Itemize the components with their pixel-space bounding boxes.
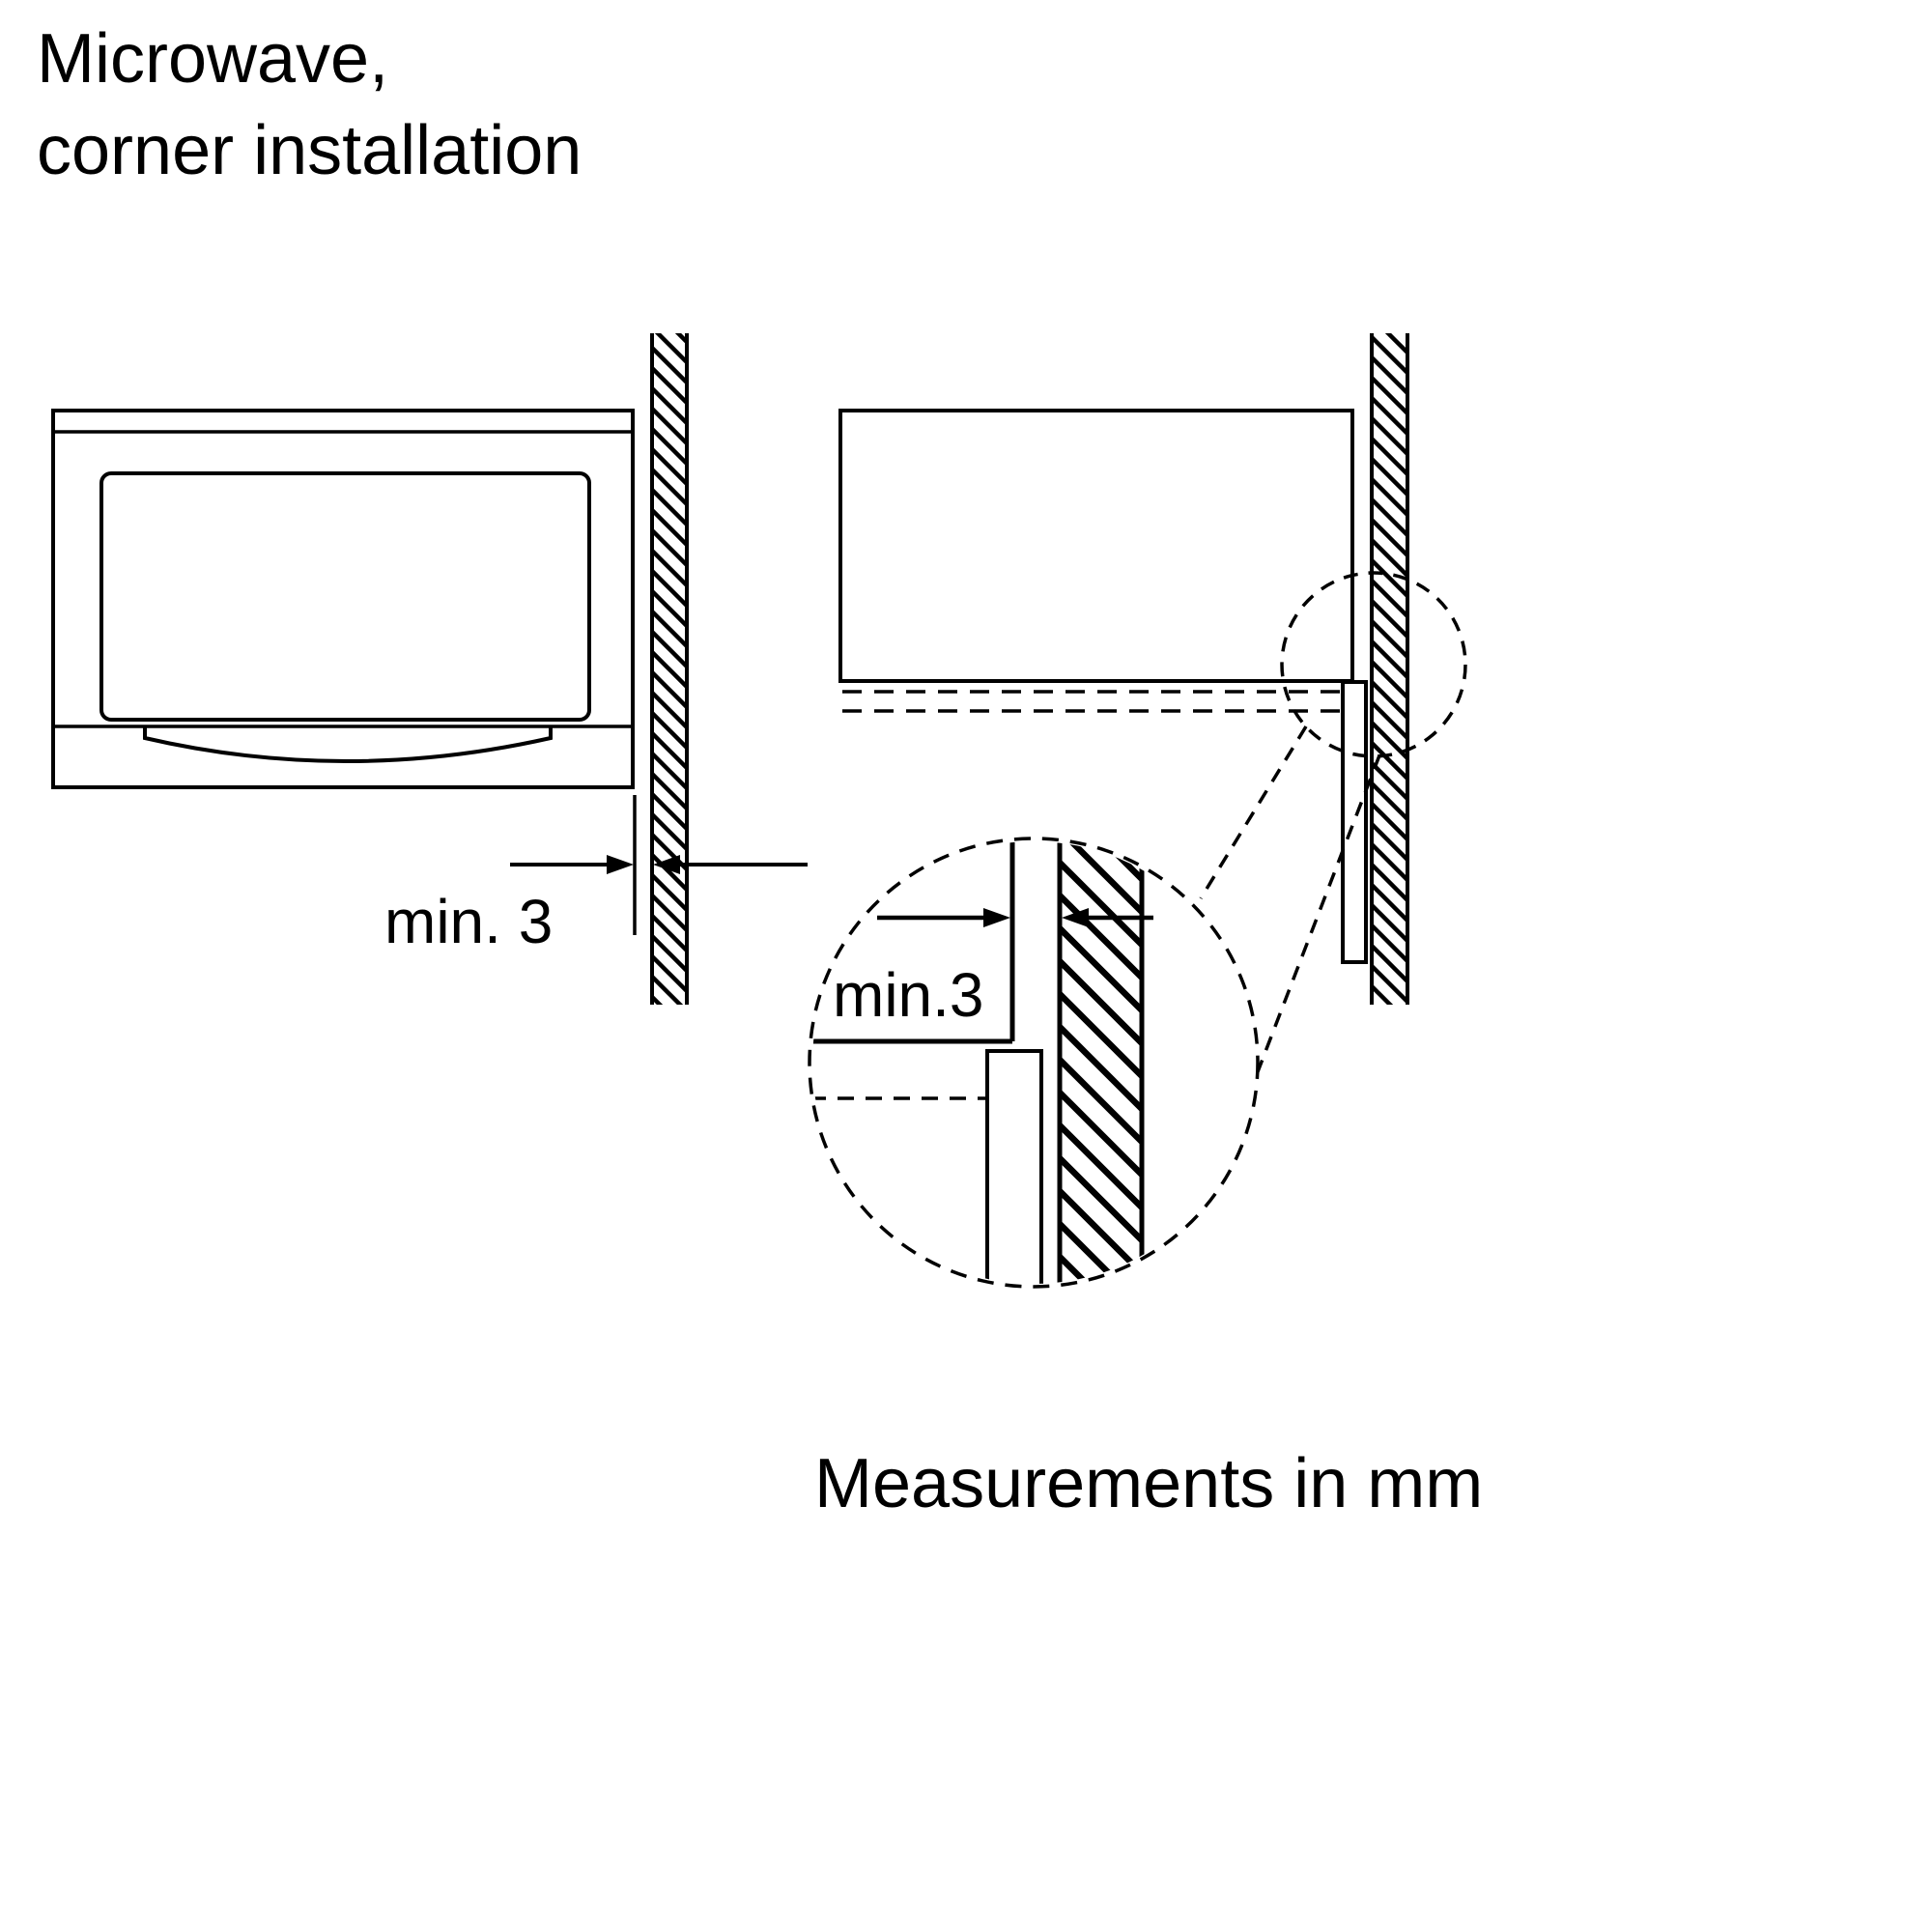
detail-wall-hatching [1060,841,1142,1284]
wall-hatching [1372,333,1407,1005]
title-line-1: Microwave, [37,20,388,98]
diagram-title: Microwave, corner installation [37,20,582,189]
front-view-wall [650,333,689,1005]
detail-clearance-label: min.3 [833,960,984,1030]
detail-contents [812,841,1145,1284]
detail-view: min.3 [808,837,1260,1289]
corner-trim-panel [1341,680,1368,964]
detail-leader-line-upper [1199,725,1308,899]
detail-trim-panel [985,1049,1043,1284]
microwave-top-view [838,409,1354,713]
top-view-body [838,409,1354,683]
front-door-window [99,471,591,722]
front-clearance-dimension: min. 3 [384,795,808,956]
title-line-2: corner installation [37,112,582,189]
top-view-wall [1370,333,1409,1005]
front-outer-casing [51,409,635,789]
detail-clearance-dimension: min.3 [833,908,1153,1030]
footer-note: Measurements in mm [814,1445,1483,1522]
detail-leader-line-lower [1250,754,1381,1088]
arrowhead-left-icon [1062,908,1089,927]
arrowhead-right-icon [983,908,1010,927]
arrowhead-right-icon [607,855,634,874]
front-door-handle [143,726,553,763]
front-clearance-label: min. 3 [384,887,553,956]
microwave-front-view [51,409,635,789]
arrowhead-left-icon [653,855,680,874]
wall-hatching [652,333,687,1005]
detail-source-circle [1280,571,1467,758]
